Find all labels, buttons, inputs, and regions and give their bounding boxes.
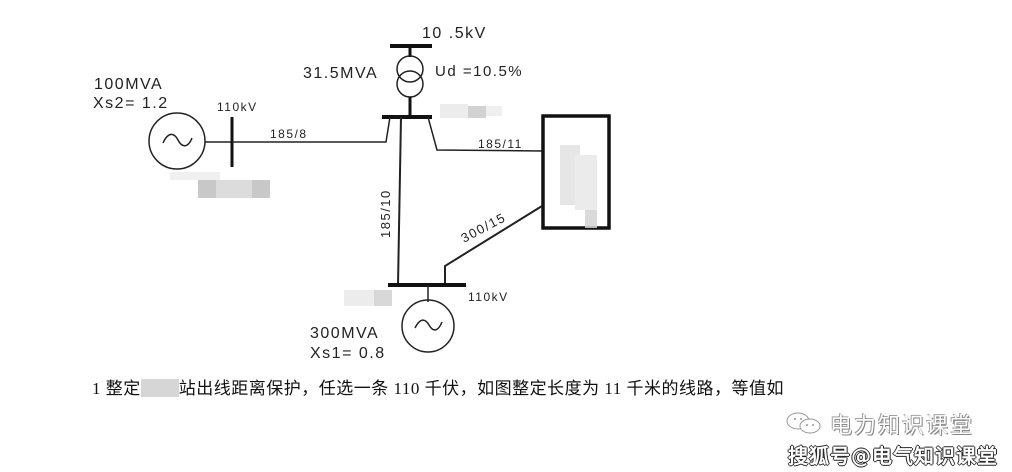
line-185-8-label: 185/8 [270, 127, 308, 141]
top-bus-name-redacted [440, 104, 502, 118]
source-left-reactance: Xs2= 1.2 [93, 95, 169, 112]
line-185-11-label: 185/11 [478, 137, 523, 151]
wechat-icon [786, 412, 821, 434]
source-left-rating: 100MVA [94, 76, 163, 93]
generator-left-icon [148, 112, 206, 170]
line-185-11 [427, 116, 543, 152]
line-185-10-label: 185/10 [378, 189, 393, 238]
source-bottom-rating: 300MVA [310, 325, 379, 342]
bottom-bus-voltage: 110kV [468, 290, 509, 304]
source-bottom-reactance: Xs1= 0.8 [310, 345, 386, 362]
left-bus-name-redacted [170, 172, 270, 198]
substation-box-icon [541, 114, 611, 230]
bottom-bus-name-redacted [344, 290, 392, 306]
caption-suffix: 站出线距离保护，任选一条 110 千伏，如图整定长度为 11 千米的线路，等值如 [178, 379, 784, 398]
transformer-impedance: Ud =10.5% [435, 63, 523, 80]
line-300-15-label: 300/15 [458, 210, 508, 246]
line-300-15 [444, 205, 543, 285]
transformer-rating: 31.5MVA [303, 65, 378, 82]
left-bus-voltage: 110kV [217, 100, 258, 114]
generator-bottom-icon [401, 299, 455, 353]
watermark-source: 搜狐号@电气知识课堂 [788, 444, 998, 468]
transformer-lv-voltage: 10 .5kV [422, 25, 487, 42]
caption-prefix: 1 整定 [92, 379, 141, 398]
caption-text: 1 整定 站出线距离保护，任选一条 110 千伏，如图整定长度为 11 千米的线路… [92, 374, 784, 399]
watermark-channel: 电力知识课堂 [830, 414, 975, 439]
line-185-8 [232, 116, 391, 143]
caption-redacted [140, 379, 179, 397]
line-185-10 [397, 116, 402, 286]
substation-name-redacted [560, 145, 597, 228]
transformer-icon [396, 55, 424, 98]
